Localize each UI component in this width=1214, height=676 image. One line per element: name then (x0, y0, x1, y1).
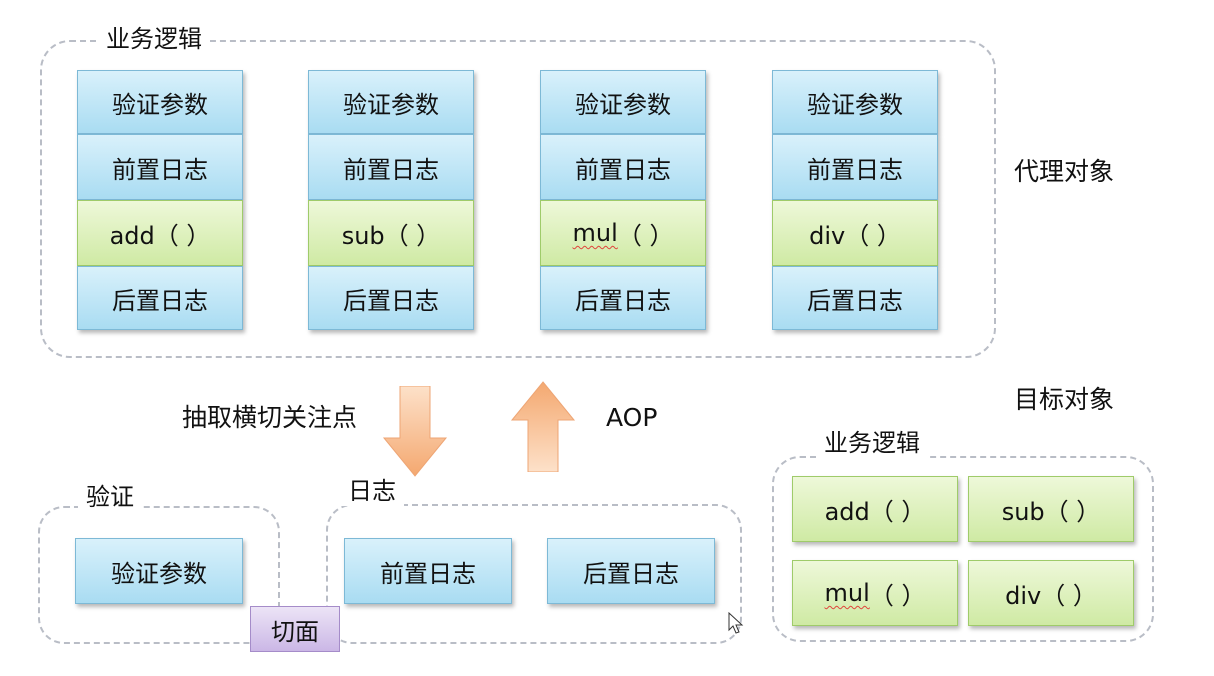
logging-aspect-group (326, 504, 742, 644)
target-method-sub: sub（ ） (968, 476, 1134, 542)
logging-before-log: 前置日志 (344, 538, 512, 604)
target-method-add: add（ ） (792, 476, 958, 542)
proxy-col1-validate: 验证参数 (77, 70, 243, 134)
down-arrow-icon (382, 386, 448, 477)
logging-group-title: 日志 (340, 476, 404, 506)
validation-group-title: 验证 (78, 482, 142, 512)
proxy-col4-method-div: div（ ） (772, 200, 938, 266)
proxy-col4-validate: 验证参数 (772, 70, 938, 134)
target-group-title: 业务逻辑 (816, 428, 928, 458)
proxy-business-logic-group (40, 40, 996, 358)
proxy-col3-method-mul: mul（ ） (540, 200, 706, 266)
proxy-col1-after-log: 后置日志 (77, 266, 243, 330)
proxy-col3-after-log: 后置日志 (540, 266, 706, 330)
target-mul-parens: （ ） (869, 581, 926, 610)
extract-crosscutting-label: 抽取横切关注点 (182, 403, 358, 432)
proxy-col1-before-log: 前置日志 (77, 134, 243, 200)
proxy-col3-method-name: mul (572, 219, 618, 247)
proxy-col1-method-add: add（ ） (77, 200, 243, 266)
target-business-logic-group (772, 456, 1154, 642)
proxy-col3-validate: 验证参数 (540, 70, 706, 134)
validation-validate-params: 验证参数 (75, 538, 243, 604)
logging-after-log: 后置日志 (547, 538, 715, 604)
proxy-col2-validate: 验证参数 (308, 70, 474, 134)
aop-label: AOP (606, 403, 658, 432)
target-mul-name: mul (824, 579, 870, 607)
proxy-col2-method-sub: sub（ ） (308, 200, 474, 266)
target-object-label: 目标对象 (1014, 385, 1115, 414)
mouse-cursor-icon (728, 612, 744, 634)
proxy-group-title: 业务逻辑 (98, 24, 210, 54)
up-arrow-icon (510, 381, 576, 472)
proxy-col3-method-parens: （ ） (617, 221, 674, 250)
proxy-col3-before-log: 前置日志 (540, 134, 706, 200)
validation-aspect-group (38, 506, 280, 644)
proxy-object-label: 代理对象 (1014, 157, 1115, 186)
aspect-badge: 切面 (250, 606, 340, 652)
target-method-mul: mul（ ） (792, 560, 958, 626)
proxy-col2-before-log: 前置日志 (308, 134, 474, 200)
target-method-div: div（ ） (968, 560, 1134, 626)
proxy-col2-after-log: 后置日志 (308, 266, 474, 330)
proxy-col4-before-log: 前置日志 (772, 134, 938, 200)
proxy-col4-after-log: 后置日志 (772, 266, 938, 330)
